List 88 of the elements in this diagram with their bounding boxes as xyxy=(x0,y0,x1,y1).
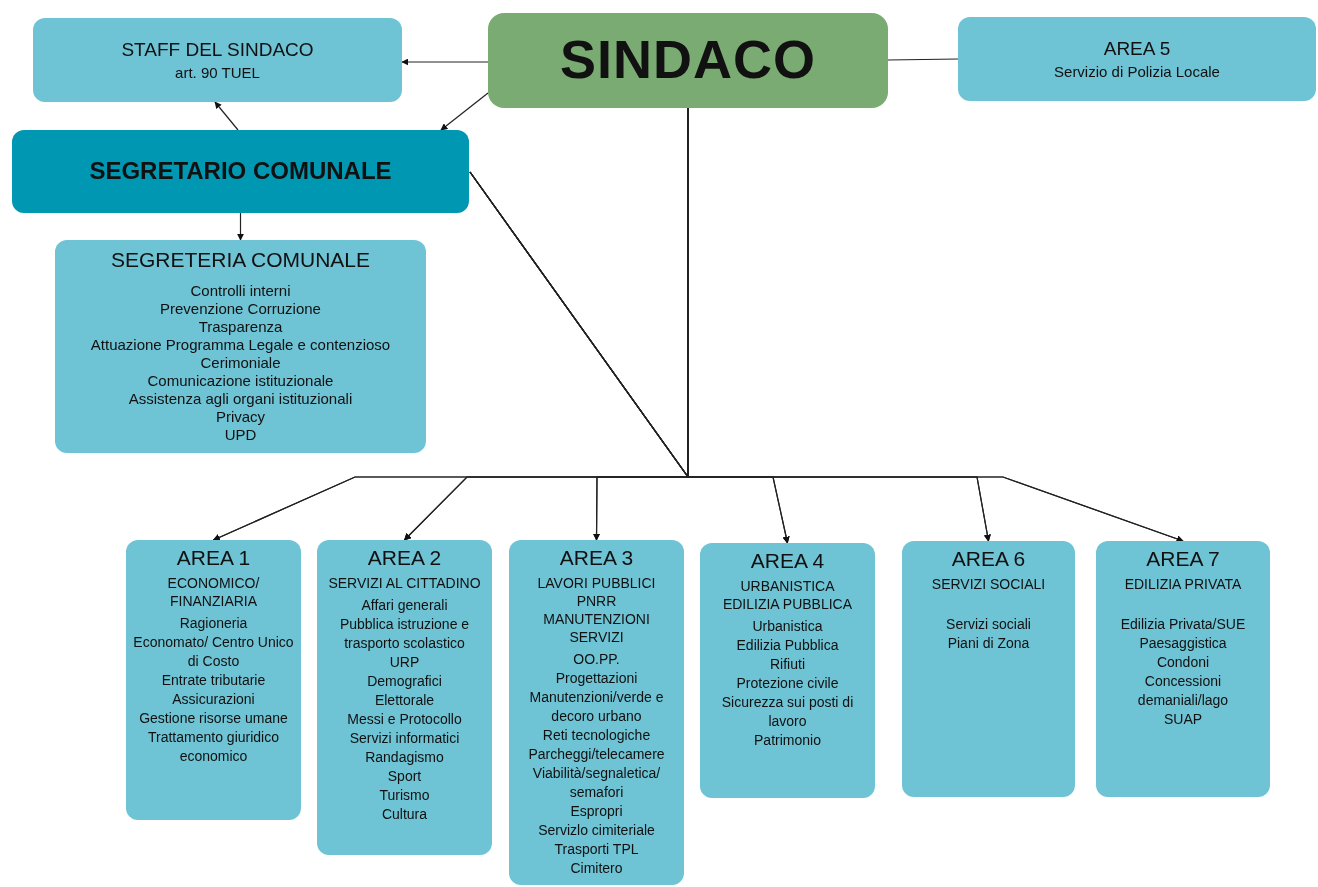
area-heading: SERVIZI AL CITTADINO xyxy=(328,574,481,593)
duty-item: Elettorale xyxy=(374,691,435,711)
duty-item: Controlli interni xyxy=(190,282,291,301)
connector-arrow xyxy=(440,92,489,131)
duty-item: Progettazioni xyxy=(555,669,638,689)
duty-item: Ragioneria xyxy=(179,614,248,634)
duty-item: Viabilità/segnaletica/ semafori xyxy=(531,764,662,803)
connector-arrow xyxy=(401,58,489,66)
unit-title: AREA 4 xyxy=(750,549,825,574)
unit-title: AREA 7 xyxy=(1146,547,1220,572)
duty-item: Attuazione Programma Legale e contenzioso xyxy=(90,336,391,355)
duty-item: Manutenzioni/verde e decoro urbano xyxy=(528,688,665,727)
unit-title: AREA 3 xyxy=(559,546,634,571)
duty-item: UPD xyxy=(224,426,257,445)
duty-item: Turismo xyxy=(379,786,430,806)
unit-box xyxy=(700,543,875,798)
duty-item: Comunicazione istituzionale xyxy=(147,372,334,391)
duty-item: Servizi informatici xyxy=(349,729,460,749)
unit-title: AREA 2 xyxy=(367,546,442,571)
duty-item: Concessioni demaniali/lago xyxy=(1136,672,1230,711)
area-heading: SERVIZI xyxy=(569,628,624,647)
unit-title: STAFF DEL SINDACO xyxy=(121,38,314,61)
area-heading: ECONOMICO/ FINANZIARIA xyxy=(166,574,261,611)
duty-item: Trasporti TPL xyxy=(554,840,639,860)
duty-item: Affari generali xyxy=(361,596,448,616)
unit-title: AREA 1 xyxy=(176,546,251,571)
duty-item: Entrate tributarie xyxy=(161,671,266,691)
connector-arrow xyxy=(237,212,244,241)
unit-title: SEGRETARIO COMUNALE xyxy=(89,156,392,185)
area-heading: URBANISTICA xyxy=(740,577,835,596)
area-heading: LAVORI PUBBLICI xyxy=(537,574,656,593)
unit-box xyxy=(126,540,301,820)
duty-item: Servizlo cimiteriale xyxy=(538,821,655,841)
duty-item: Randagismo xyxy=(365,748,444,768)
unit-box xyxy=(12,130,469,213)
duty-item: Servizi sociali xyxy=(946,615,1031,635)
unit-subtitle: Servizio di Polizia Locale xyxy=(1054,63,1220,81)
duty-item: Espropri xyxy=(570,802,623,822)
duty-item: Cimitero xyxy=(570,859,623,879)
unit-box xyxy=(33,18,402,102)
area-heading: SERVIZI SOCIALI xyxy=(931,575,1046,594)
duty-item: Sicurezza sui posti di lavoro xyxy=(720,693,855,732)
area-heading: EDILIZIA PRIVATA xyxy=(1124,575,1242,594)
duty-item: Messi e Protocollo xyxy=(347,710,462,730)
duty-item: Assicurazioni xyxy=(172,690,255,710)
duty-item: Rifiuti xyxy=(770,655,805,675)
duty-item: Reti tecnologiche xyxy=(542,726,651,746)
area-heading: EDILIZIA PUBBLICA xyxy=(722,595,853,614)
unit-box xyxy=(317,540,492,855)
unit-box xyxy=(488,13,888,108)
unit-title: AREA 6 xyxy=(951,547,1026,572)
unit-subtitle: art. 90 TUEL xyxy=(175,64,260,82)
duty-item: Protezione civile xyxy=(736,674,839,694)
duty-item: Gestione risorse umane xyxy=(139,709,288,729)
unit-box xyxy=(1096,541,1270,797)
duty-item: Demografici xyxy=(367,672,442,692)
unit-title: AREA 5 xyxy=(1103,37,1171,60)
area-heading: PNRR xyxy=(576,592,617,611)
duty-item: OO.PP. xyxy=(573,650,620,670)
unit-title: SEGRETERIA COMUNALE xyxy=(110,248,371,273)
unit-box xyxy=(958,17,1316,101)
duty-item: Prevenzione Corruzione xyxy=(160,300,321,319)
duty-item: Cerimoniale xyxy=(200,354,281,373)
duty-item: Trattamento giuridico economico xyxy=(147,728,280,767)
duty-item: Urbanistica xyxy=(752,617,823,637)
duty-item: Cultura xyxy=(381,805,428,825)
unit-box xyxy=(902,541,1075,797)
duty-item: Edilizia Privata/SUE xyxy=(1120,615,1246,635)
duty-item: Economato/ Centro Unico di Costo xyxy=(132,633,295,672)
duty-item: URP xyxy=(389,653,420,673)
duty-item: Patrimonio xyxy=(754,731,821,751)
duty-item: Piani di Zona xyxy=(947,634,1030,654)
duty-item: SUAP xyxy=(1163,710,1203,730)
duty-item: Trasparenza xyxy=(198,318,283,337)
connector-arrow xyxy=(469,171,1184,543)
duty-item: Privacy xyxy=(215,408,266,427)
connector-arrow xyxy=(214,101,239,131)
duty-item: Condoni xyxy=(1156,653,1210,673)
area-heading: MANUTENZIONI xyxy=(543,610,650,629)
duty-item: Sport xyxy=(387,767,422,787)
unit-box xyxy=(55,240,426,453)
unit-title: SINDACO xyxy=(560,28,816,91)
duty-item: Parcheggi/telecamere xyxy=(528,745,665,765)
duty-item: Assistenza agli organi istituzionali xyxy=(128,390,353,409)
duty-item: Edilizia Pubblica xyxy=(736,636,839,656)
unit-box xyxy=(509,540,684,885)
duty-item: Paesaggistica xyxy=(1139,634,1227,654)
duty-item: Pubblica istruzione e trasporto scolastico xyxy=(338,615,471,654)
